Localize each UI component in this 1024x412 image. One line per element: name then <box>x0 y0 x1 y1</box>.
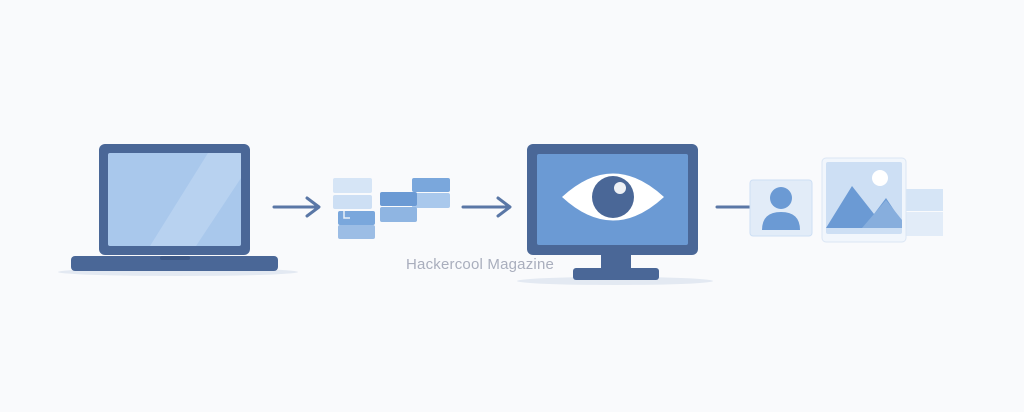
data-packets-icon <box>333 178 450 239</box>
user-avatar-icon <box>749 179 813 237</box>
arrow-right-icon <box>272 196 321 218</box>
monitor-eye-icon <box>517 144 713 285</box>
image-photo-icon <box>821 157 943 243</box>
laptop-icon <box>58 144 298 276</box>
watermark-text: Hackercool Magazine <box>406 256 555 273</box>
arrow-right-icon <box>461 196 512 218</box>
